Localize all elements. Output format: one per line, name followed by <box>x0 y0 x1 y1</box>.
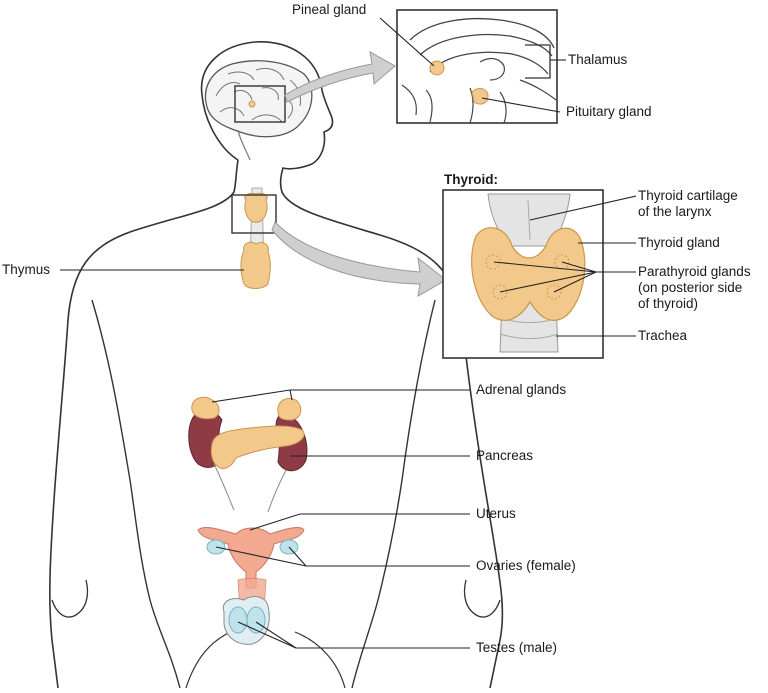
left-adrenal <box>191 396 220 420</box>
right-hand <box>463 579 501 618</box>
label-uterus: Uterus <box>476 506 516 521</box>
male-organs <box>222 596 270 645</box>
leader-pituitary <box>481 97 561 113</box>
ureter-right <box>267 469 287 513</box>
leader-adrenal-left <box>211 389 291 403</box>
parathyroid-dot-2 <box>492 284 508 300</box>
label-parathyroid-3: of thyroid) <box>638 296 699 311</box>
parathyroid-dot-1 <box>485 254 501 270</box>
ureter-left <box>213 463 235 511</box>
label-thyroid-gland: Thyroid gland <box>638 235 720 250</box>
label-pineal-gland: Pineal gland <box>292 2 367 17</box>
right-arm-inner <box>351 299 436 689</box>
leader-parathyroid-4 <box>553 271 636 293</box>
thyroid-zoom-box <box>231 194 277 234</box>
left-hand <box>51 579 89 618</box>
label-testes: Testes (male) <box>476 640 558 655</box>
label-thyroid-cartilage-2: of the larynx <box>638 204 712 219</box>
leader-uterus <box>249 513 470 531</box>
label-adrenal-glands: Adrenal glands <box>476 382 567 397</box>
leader-parathyroid-2 <box>499 271 597 293</box>
parathyroid-dot-4 <box>546 284 562 300</box>
thyroid-arrow <box>271 221 447 297</box>
leader-ovary-left <box>215 546 307 567</box>
right-adrenal <box>277 397 302 421</box>
right-leg-line <box>294 631 346 689</box>
pancreas-shape <box>210 425 305 469</box>
abdomen-organs <box>188 396 308 513</box>
brain-inset <box>396 9 558 124</box>
right-testis <box>246 606 266 634</box>
leader-testis-right <box>255 621 297 649</box>
left-arm-inner <box>91 299 181 689</box>
label-ovaries: Ovaries (female) <box>476 558 576 573</box>
label-trachea: Trachea <box>638 328 688 343</box>
label-thyroid-cartilage-1: Thyroid cartilage <box>638 188 738 203</box>
leader-thyroid-cartilage <box>529 195 637 221</box>
thymus-shape <box>240 241 271 289</box>
left-leg-line <box>185 629 236 689</box>
leader-ovary-right <box>288 546 307 567</box>
label-thymus: Thymus <box>2 262 51 277</box>
label-parathyroid-2: (on posterior side <box>638 280 743 295</box>
leader-pineal <box>379 17 435 67</box>
brain-pineal-dot <box>248 100 256 108</box>
label-thalamus: Thalamus <box>568 52 628 67</box>
parathyroid-dot-3 <box>554 254 570 270</box>
brain-zoom-box <box>234 85 286 123</box>
thyroid-inset <box>442 189 604 359</box>
label-pituitary-gland: Pituitary gland <box>566 104 652 119</box>
pituitary-gland-shape <box>471 88 489 105</box>
leader-testis-left <box>237 621 297 649</box>
pineal-gland-shape <box>429 60 445 76</box>
label-thyroid-title: Thyroid: <box>444 172 498 187</box>
leader-parathyroid-1 <box>493 261 597 273</box>
label-parathyroid-1: Parathyroid glands <box>638 264 751 279</box>
leader-adrenal-right <box>289 389 293 401</box>
leader-lines <box>60 17 637 649</box>
leader-parathyroid-3 <box>561 261 597 273</box>
brain-arrow <box>284 51 396 103</box>
pelvic-organs <box>197 527 305 613</box>
label-pancreas: Pancreas <box>476 448 534 463</box>
body-outline <box>49 41 504 689</box>
left-testis <box>228 606 248 634</box>
